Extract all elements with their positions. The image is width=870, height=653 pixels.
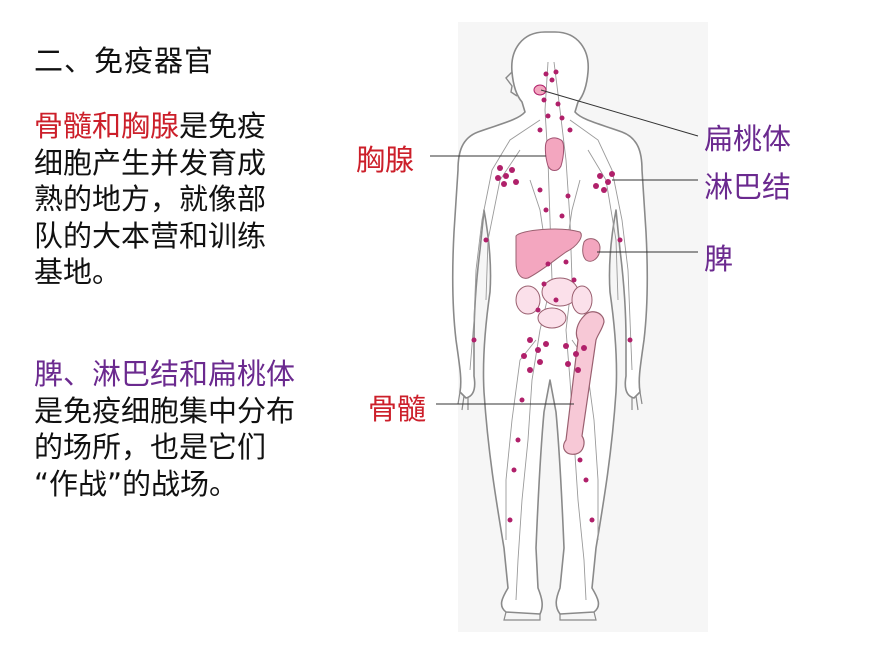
- p1-line5: 基地。: [34, 255, 122, 289]
- face-profile: [505, 71, 518, 97]
- label-tonsil: 扁桃体: [704, 122, 792, 156]
- lymph-nodes: [471, 69, 633, 523]
- p2-line2: 是免疫细胞集中分布: [34, 393, 296, 428]
- p1-line4: 队的大本营和训练: [34, 218, 267, 253]
- intestines: [515, 277, 593, 329]
- label-thymus: 胸腺: [356, 143, 415, 177]
- lymph-vessels: [469, 61, 633, 601]
- tonsil-pointer: [540, 89, 699, 137]
- label-bone-marrow: 骨髓: [368, 392, 427, 426]
- paragraph-secondary-organs: 脾、淋巴结和扁桃体 是免疫细胞集中分布 的场所，也是它们 “作战”的战场。: [34, 356, 344, 502]
- pointer-lines: [430, 89, 699, 405]
- p1-highlight: 骨髓和胸腺: [34, 109, 180, 143]
- p1-line1-rest: 是免疫: [179, 109, 267, 143]
- label-spleen: 脾: [704, 242, 734, 276]
- thymus-organ: [544, 137, 565, 171]
- spleen-organ: [582, 238, 601, 262]
- femur-bone-marrow: [563, 311, 605, 455]
- liver-organ: [515, 228, 582, 279]
- p2-highlight: 脾、淋巴结和扁桃体: [34, 357, 296, 391]
- label-lymph-node: 淋巴结: [704, 170, 792, 204]
- p1-line1: 骨髓和胸腺是免疫: [34, 108, 324, 145]
- p2-line4: “作战”的战场。: [34, 466, 239, 501]
- p1-line3: 熟的地方，就像部: [34, 182, 267, 216]
- slide-title: 二、免疫器官: [34, 44, 215, 78]
- tonsil-organ: [533, 84, 547, 96]
- paragraph-primary-organs: 骨髓和胸腺是免疫 细胞产生并发育成 熟的地方，就像部 队的大本营和训练 基地。: [34, 108, 324, 291]
- p1-line2: 细胞产生并发育成: [34, 145, 267, 180]
- p2-line3: 的场所，也是它们: [34, 430, 267, 464]
- toe-lines: [503, 611, 597, 621]
